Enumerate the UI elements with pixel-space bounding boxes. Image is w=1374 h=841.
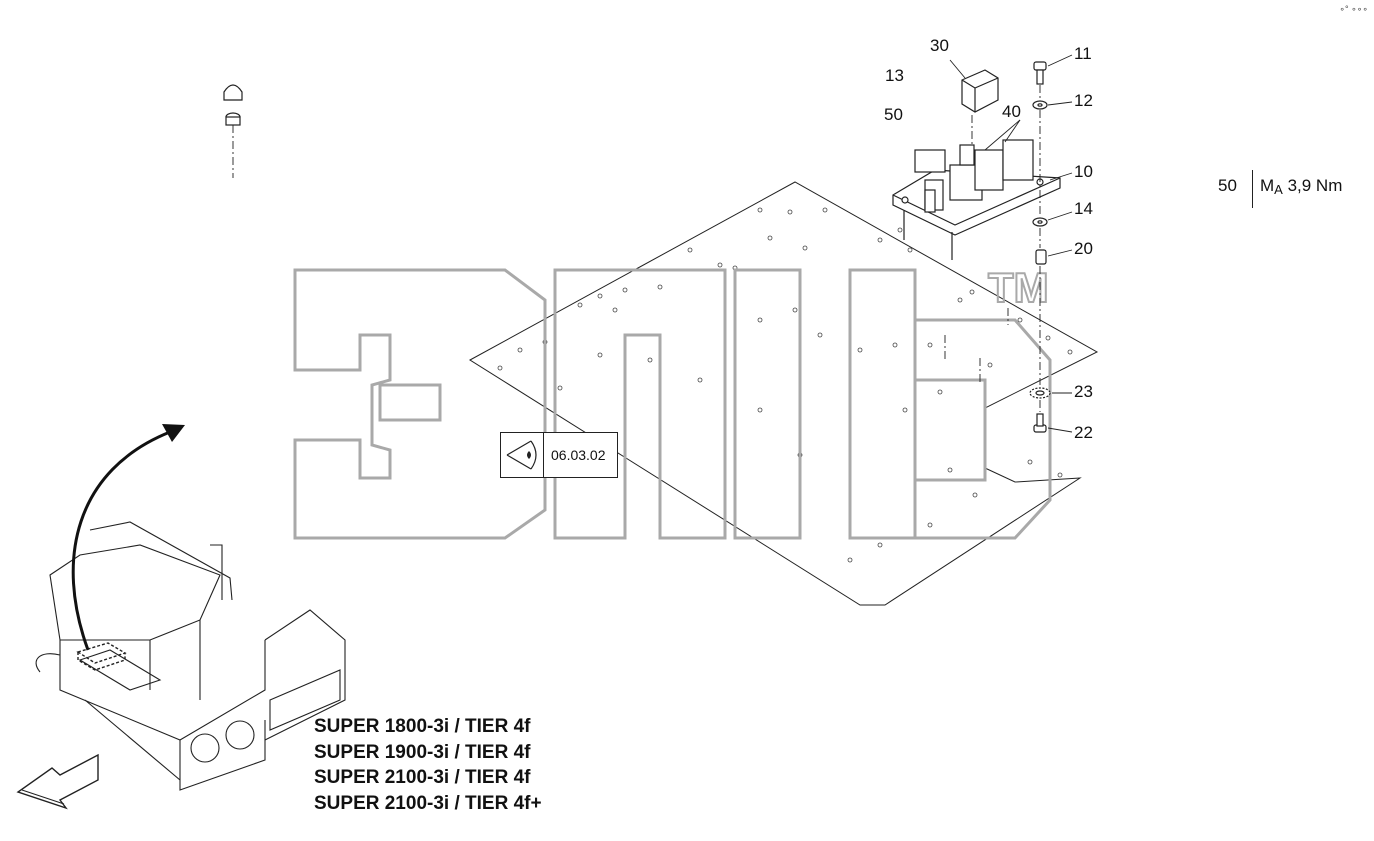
model-line: SUPER 2100-3i / TIER 4f <box>314 767 531 788</box>
mounting-plate <box>469 181 1099 606</box>
plate-hole <box>1045 335 1051 341</box>
callout-22: 22 <box>1074 423 1093 442</box>
plate-hole <box>517 347 523 353</box>
corner-mark: ∘° ∘∘∘ <box>1339 4 1368 14</box>
callout-11: 11 <box>1074 44 1092 63</box>
nut-50 <box>225 112 241 126</box>
relay-box-assembly <box>892 139 1061 260</box>
plate-hole <box>717 262 723 268</box>
torque-separator <box>1252 170 1253 208</box>
plate-hole <box>787 209 793 215</box>
plate-hole <box>1057 472 1063 478</box>
paver-machine <box>35 521 346 791</box>
plate-hole <box>497 365 503 371</box>
plate-hole <box>877 542 883 548</box>
plate-hole <box>897 227 903 233</box>
detail-arrow <box>71 424 185 651</box>
plate-hole <box>597 352 603 358</box>
highlight-box <box>76 642 127 671</box>
callout-40: 40 <box>1002 102 1021 121</box>
model-line: SUPER 1800-3i / TIER 4f <box>314 716 531 737</box>
lock-washer-23 <box>1029 387 1051 399</box>
assembly-axes <box>232 85 1041 412</box>
plate-hole <box>847 557 853 563</box>
callout-13: 13 <box>885 66 904 85</box>
plate-hole <box>757 317 763 323</box>
plate-hole <box>937 389 943 395</box>
watermark-logo: TM <box>293 263 1052 540</box>
plate-hole <box>557 385 563 391</box>
plate-hole <box>907 247 913 253</box>
plate-hole <box>757 207 763 213</box>
plate-hole <box>857 347 863 353</box>
plate-hole <box>1017 317 1023 323</box>
model-line: SUPER 1900-3i / TIER 4f <box>314 741 531 763</box>
reference-code: 06.03.02 <box>551 447 606 463</box>
cross-reference[interactable]: 06.03.02 <box>500 432 618 478</box>
plate-hole <box>687 247 693 253</box>
plate-hole <box>877 237 883 243</box>
plate-hole <box>987 362 993 368</box>
callout-23: 23 <box>1074 382 1093 401</box>
plate-hole <box>927 342 933 348</box>
torque-item: 50 <box>1218 176 1237 195</box>
plate-hole <box>577 302 583 308</box>
callout-12: 12 <box>1074 91 1093 110</box>
eye-view-icon <box>501 433 544 477</box>
plate-hole <box>969 289 975 295</box>
callout-30: 30 <box>930 36 949 55</box>
torque-spec: 50 MA 3,9 Nm <box>1218 170 1342 208</box>
screw-22 <box>1033 413 1047 433</box>
plate-hole <box>1067 349 1073 355</box>
plate-hole <box>757 407 763 413</box>
plate-hole <box>622 287 628 293</box>
plate-hole <box>957 297 963 303</box>
watermark-trademark: TM <box>988 264 1049 311</box>
plate-hole <box>657 284 663 290</box>
plate-hole <box>647 357 653 363</box>
plate-hole <box>902 407 908 413</box>
cap-13 <box>223 84 243 101</box>
plate-hole <box>802 245 808 251</box>
callout-10: 10 <box>1074 162 1093 181</box>
plate-hole <box>792 307 798 313</box>
plate-hole <box>947 467 953 473</box>
callout-50: 50 <box>884 105 903 124</box>
callout-20: 20 <box>1074 239 1093 258</box>
plate-hole <box>597 293 603 299</box>
plate-hole <box>972 492 978 498</box>
bolt-11 <box>1033 61 1047 85</box>
washer-12 <box>1032 100 1048 110</box>
callout-14: 14 <box>1074 199 1093 218</box>
plate-hole <box>817 332 823 338</box>
plate-hole <box>927 522 933 528</box>
view-direction-arrow <box>16 753 99 810</box>
callout-leaders <box>949 54 1073 433</box>
spacer-20 <box>1035 249 1047 265</box>
plate-holes <box>497 207 1073 563</box>
washer-14 <box>1032 217 1048 227</box>
model-line: SUPER 2100-3i / TIER 4f+ <box>314 792 542 814</box>
torque-value: MA 3,9 Nm <box>1260 176 1343 197</box>
plate-hole <box>1027 459 1033 465</box>
plate-hole <box>892 342 898 348</box>
model-list: SUPER 1800-3i / TIER 4f SUPER 1900-3i / … <box>314 714 542 816</box>
plate-hole <box>767 235 773 241</box>
relay-30 <box>961 69 999 113</box>
plate-hole <box>697 377 703 383</box>
plate-hole <box>612 307 618 313</box>
plate-hole <box>822 207 828 213</box>
